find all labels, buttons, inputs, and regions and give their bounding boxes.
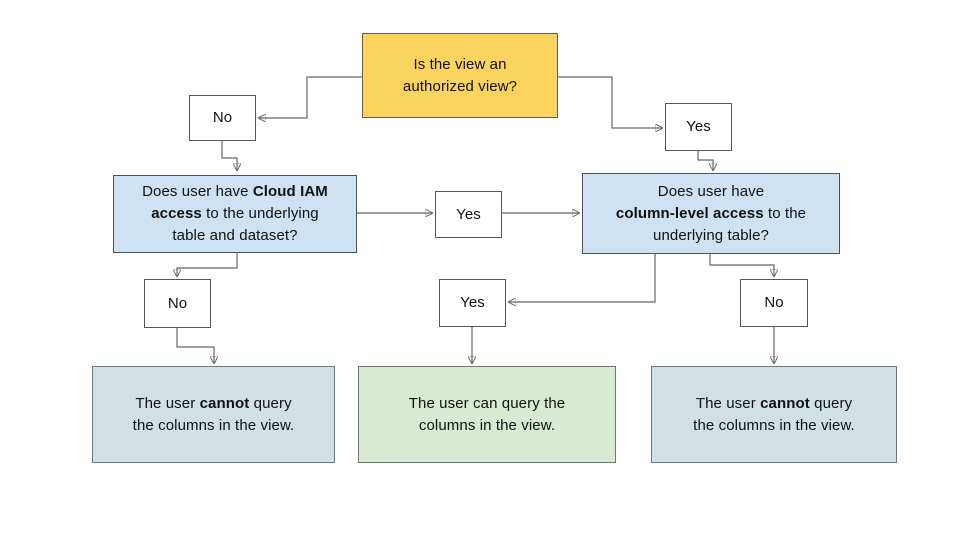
branch-label-yes-top: Yes <box>665 103 732 151</box>
branch-label-yes-bottom: Yes <box>439 279 506 327</box>
connector-column-no <box>709 254 774 276</box>
branch-label-yes-middle: Yes <box>435 191 502 238</box>
connector-column-yes <box>509 254 656 302</box>
branch-label-no-top: No <box>189 95 256 141</box>
connector-no-to-result-left <box>176 328 214 363</box>
connector-yes-to-column-question <box>697 151 713 170</box>
branch-label-no-left: No <box>144 279 211 328</box>
branch-label-no-right: No <box>740 279 808 327</box>
connector-iam-no <box>177 253 238 276</box>
connector-authorized-to-yes <box>558 76 662 128</box>
connector-no-to-iam-question <box>221 141 237 170</box>
connector-authorized-to-no <box>259 76 362 118</box>
